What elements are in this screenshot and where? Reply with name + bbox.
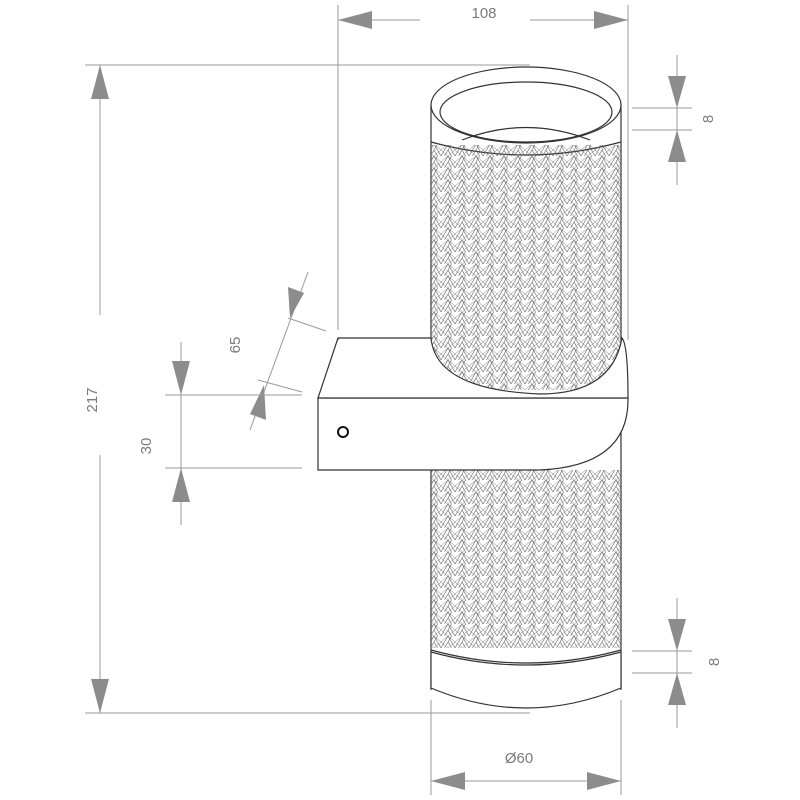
lamp-body: [430, 66, 622, 709]
bottom-rim: [430, 649, 622, 709]
dimension-bracket-depth: 65: [227, 271, 327, 431]
dimension-width: 108: [337, 5, 629, 340]
dimension-diameter-label: Ø60: [505, 750, 533, 767]
dimension-ring-bottom: 8: [632, 598, 723, 728]
dimension-ring-top-label: 8: [700, 115, 717, 123]
dimension-height: 217: [84, 64, 530, 714]
mounting-hole: [337, 426, 349, 438]
dimension-diameter: Ø60: [430, 700, 622, 795]
dimension-width-label: 108: [471, 5, 496, 22]
knurl-lower: [431, 470, 621, 648]
knurl-upper: [431, 145, 621, 390]
dimension-bracket-height-label: 30: [138, 438, 155, 455]
top-rim: [430, 66, 622, 156]
dimension-bracket-depth-label: 65: [227, 337, 244, 354]
dimension-ring-bottom-label: 8: [706, 658, 723, 666]
dimension-height-label: 217: [84, 387, 101, 412]
dimension-ring-top: 8: [632, 55, 717, 185]
dimension-bracket-height: 30: [138, 342, 302, 525]
wall-bracket: [317, 336, 629, 471]
